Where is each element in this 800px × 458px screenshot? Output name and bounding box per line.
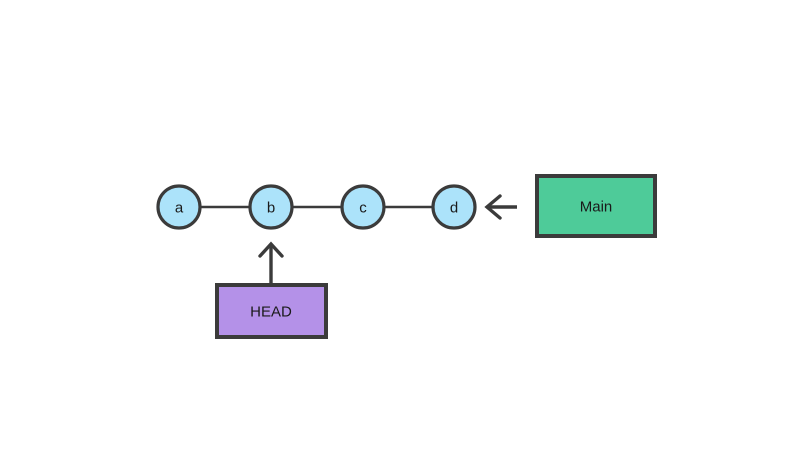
branch-box-main-label: Main — [580, 199, 613, 216]
branch-box-main[interactable]: Main — [535, 174, 657, 238]
commit-node-d[interactable]: d — [431, 184, 477, 230]
commit-node-b[interactable]: b — [248, 184, 294, 230]
head-arrow-head — [258, 241, 284, 258]
commit-label-c: c — [359, 200, 367, 217]
pointer-box-head-rect[interactable] — [215, 283, 328, 339]
pointer-box-head-label: HEAD — [250, 304, 292, 321]
commit-label-a: a — [175, 200, 184, 217]
main-arrow-head — [484, 194, 502, 220]
commit-label-b: b — [267, 200, 275, 217]
commit-node-c[interactable]: c — [340, 184, 386, 230]
main-pointer-arrow-icon — [484, 194, 517, 220]
commit-circle-b[interactable] — [248, 184, 294, 230]
pointer-box-head[interactable]: HEAD — [215, 283, 328, 339]
commit-circle-c[interactable] — [340, 184, 386, 230]
commit-circle-d[interactable] — [431, 184, 477, 230]
commit-circle-a[interactable] — [156, 184, 202, 230]
branch-box-main-rect[interactable] — [535, 174, 657, 238]
commit-label-d: d — [450, 200, 458, 217]
head-pointer-arrow-icon — [258, 241, 284, 283]
commit-node-a[interactable]: a — [156, 184, 202, 230]
